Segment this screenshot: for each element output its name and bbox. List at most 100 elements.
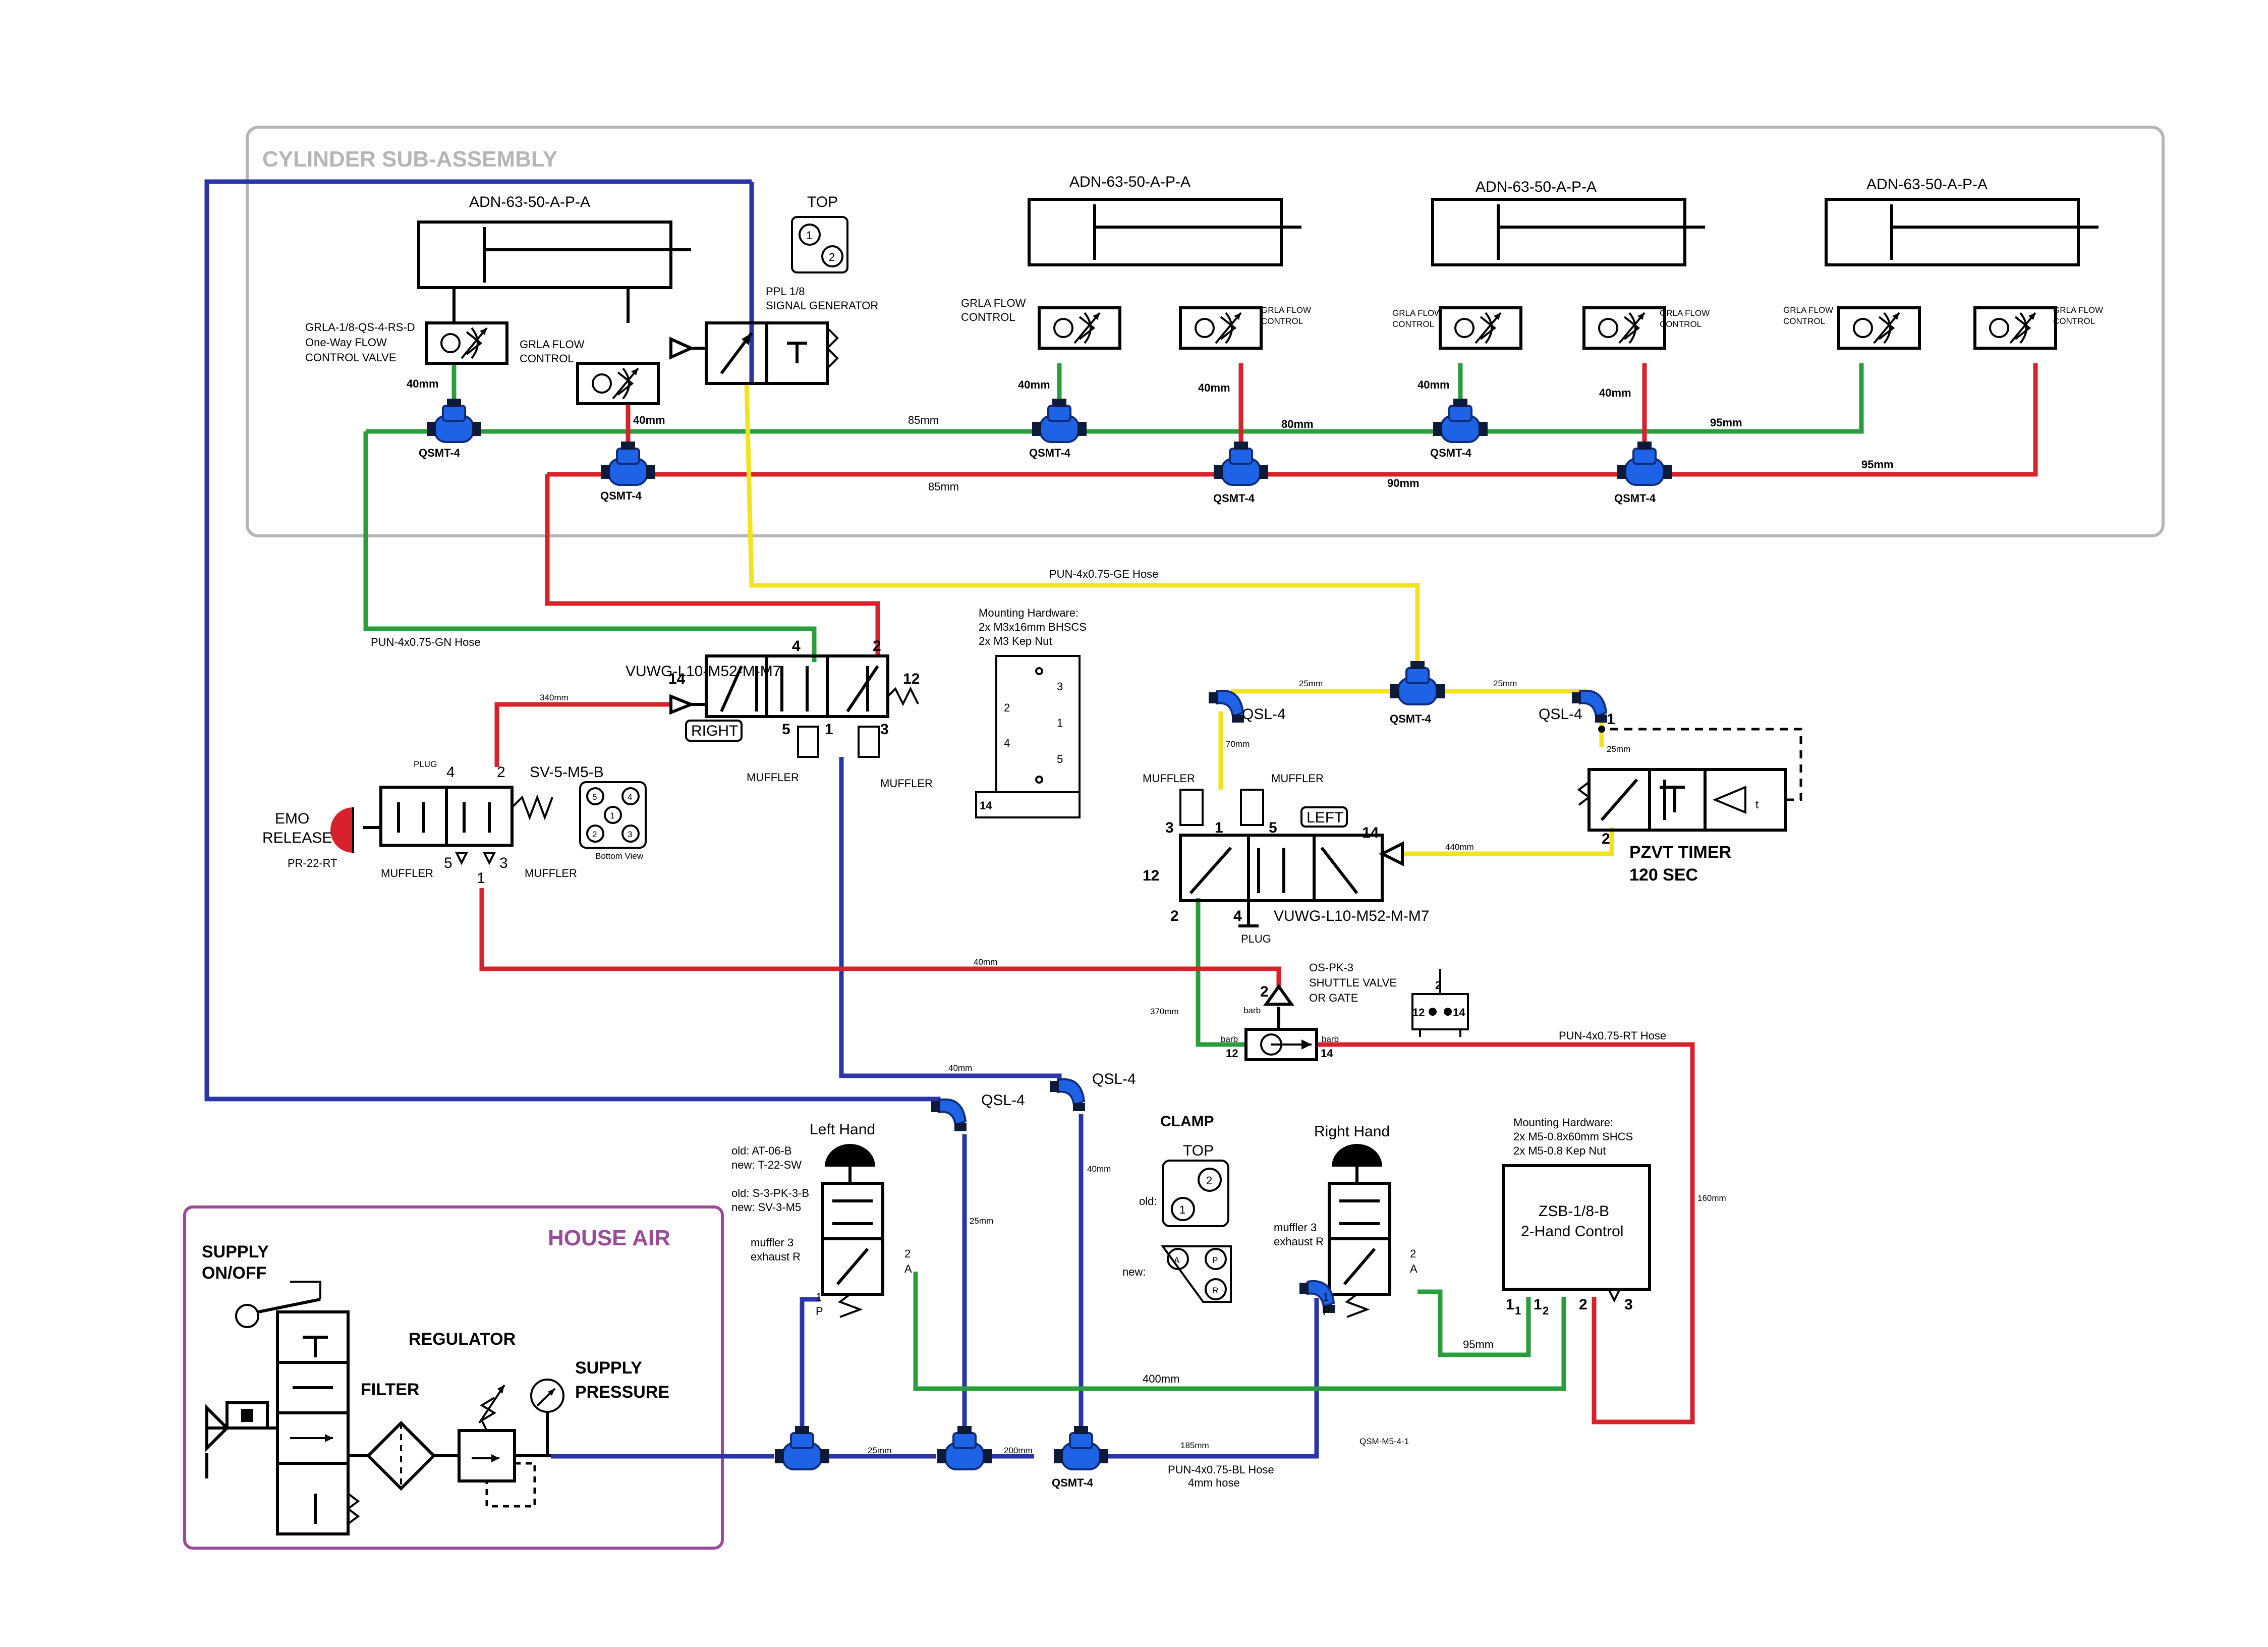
tee-label-timer: QSMT-4: [1390, 712, 1432, 725]
blue-hose-tee-run: [822, 1298, 1319, 1459]
grla-label-13: GRLA FLOW: [2053, 305, 2103, 315]
cylinder-4-model: ADN-63-50-A-P-A: [1866, 176, 1988, 193]
valve-right-muffler-2: MUFFLER: [880, 777, 933, 790]
qsl-fitting-lower-2: [1049, 1078, 1086, 1112]
yellow-hose-signal: [744, 383, 1420, 681]
tee-fitting-4: [1213, 441, 1269, 486]
len-40-lower: 40mm: [948, 1063, 972, 1073]
timer-t-symbol: t: [1755, 798, 1759, 811]
svg-text:1: 1: [806, 229, 812, 242]
left-hand-port-2: 2: [904, 1247, 911, 1260]
valve-right-port-3: 3: [880, 721, 889, 738]
right-hand-port-2: 2: [1410, 1247, 1416, 1260]
grla-desc-1: One-Way FLOW: [305, 336, 387, 349]
flow-control-valve-3a: [1440, 308, 1521, 348]
signal-top-port-2: [821, 245, 843, 267]
valve-right-port-1: 1: [825, 721, 833, 738]
house-air-frame: [183, 1205, 724, 1550]
signal-generator: [669, 321, 839, 385]
timer-valve-symbol: [1577, 726, 1802, 832]
svg-text:5: 5: [592, 792, 597, 802]
emo-bottom-view-icon: 5 4 1 2 3: [579, 781, 647, 849]
valve-left-port-5: 5: [1269, 819, 1277, 836]
cylinder-3: ADN-63-50-A-P-A: [1433, 179, 1705, 265]
left-hand-new-1: new: T-22-SW: [731, 1159, 802, 1171]
qsl-fitting-top-left: [1208, 689, 1245, 724]
grla-desc-2: CONTROL VALVE: [305, 351, 396, 364]
valve-left-port-1: 1: [1215, 819, 1223, 836]
tee-label-6: QSMT-4: [1614, 492, 1656, 505]
tee-fitting-lower-1: [774, 1425, 830, 1470]
valve-left-port-2: 2: [1170, 908, 1179, 924]
valve-left-muffler-1: MUFFLER: [1143, 772, 1195, 785]
tee-label-5: QSMT-4: [1430, 447, 1472, 459]
clamp-old-icon: [1162, 1160, 1229, 1227]
signal-top-icon: [791, 216, 848, 273]
red-hose-left-drop: [545, 474, 880, 656]
flow-control-valve-4a: [1839, 308, 1919, 348]
house-air-symbols: [205, 1281, 564, 1535]
green-hose-400: [913, 1272, 1566, 1391]
len-25-a: 25mm: [1299, 679, 1323, 688]
cylinder-1-model: ADN-63-50-A-P-A: [469, 194, 590, 210]
valve-right-tag-box: [685, 720, 743, 742]
tee-fitting-lower-2: [936, 1425, 993, 1470]
two-hand-control-box: [1502, 1164, 1651, 1291]
len-40-b: 40mm: [633, 414, 665, 426]
mount-1-line-2: 2x M3 Kep Nut: [979, 635, 1052, 647]
emo-muffler-1: MUFFLER: [381, 867, 433, 880]
manifold-port-14: 14: [980, 799, 992, 812]
shuttle-line-2: SHUTTLE VALVE: [1309, 976, 1397, 989]
clamp-label: CLAMP: [1160, 1113, 1214, 1130]
left-hand-port-a: A: [904, 1262, 912, 1275]
len-160: 160mm: [1697, 1193, 1726, 1203]
valve-left-port-3: 3: [1165, 819, 1174, 836]
yellow-hose-440: [1397, 828, 1614, 856]
len-40-c: 40mm: [1018, 378, 1050, 391]
flow-control-valve-4b: [1975, 308, 2056, 348]
grla-label-2: CONTROL: [520, 352, 574, 365]
len-95-lower: 95mm: [1463, 1338, 1494, 1351]
len-25-c: 25mm: [1607, 744, 1630, 754]
right-hand-muffler: muffler 3: [1274, 1221, 1317, 1234]
svg-text:1: 1: [610, 811, 614, 820]
emo-pr-label: PR-22-RT: [288, 857, 337, 869]
mount-1-title: Mounting Hardware:: [979, 607, 1079, 619]
len-40-emo: 40mm: [974, 957, 997, 967]
grla-main-label: GRLA-1/8-QS-4-RS-D: [305, 321, 415, 334]
tee-fitting-timer: [1389, 660, 1446, 705]
grla-label-11: GRLA FLOW: [1783, 305, 1833, 315]
shuttle-icon-port-12: 12: [1412, 1006, 1425, 1019]
red-hose-emo-shuttle: [479, 888, 1281, 989]
two-hand-mount-2: 2x M5-0.8 Kep Nut: [1513, 1144, 1606, 1157]
tee-label-2: QSMT-4: [600, 489, 642, 502]
len-40-d: 40mm: [1198, 381, 1230, 394]
right-hand-port-p: P: [1323, 1305, 1330, 1317]
fitting-code: QSM-M5-4-1: [1359, 1437, 1409, 1446]
grla-label-5: GRLA FLOW: [1261, 305, 1311, 315]
green-hose-95: [1418, 1289, 1531, 1357]
manifold-port-4: 4: [1004, 737, 1010, 749]
valve-right-port-4: 4: [792, 638, 801, 654]
green-hose-top-run: [366, 363, 1864, 434]
len-25-lower-2: 25mm: [868, 1446, 891, 1455]
pressure-label-2: PRESSURE: [575, 1383, 669, 1402]
left-hand-port-1: 1: [816, 1291, 822, 1303]
len-80: 80mm: [1281, 418, 1314, 430]
pressure-label-1: SUPPLY: [575, 1358, 642, 1378]
left-hand-old-2: old: S-3-PK-3-B: [731, 1187, 809, 1199]
two-hand-port-1a-sub: 1: [1515, 1304, 1521, 1317]
two-hand-port-3: 3: [1624, 1296, 1633, 1313]
two-hand-port-1b: 1: [1534, 1296, 1542, 1313]
valve-right-muffler-1: MUFFLER: [747, 771, 799, 784]
emo-port-3: 3: [499, 855, 508, 871]
len-85-red: 85mm: [928, 480, 959, 493]
left-hand-label: Left Hand: [810, 1121, 875, 1138]
tee-label-lower: QSMT-4: [1052, 1476, 1094, 1489]
signal-gen-label-2: SIGNAL GENERATOR: [766, 299, 878, 312]
timer-port-1: 1: [1607, 711, 1615, 728]
two-hand-exhaust-icon: [1607, 1289, 1621, 1303]
qsl-label-lower-1: QSL-4: [981, 1092, 1025, 1109]
flow-control-valve-2a: [1039, 308, 1120, 348]
